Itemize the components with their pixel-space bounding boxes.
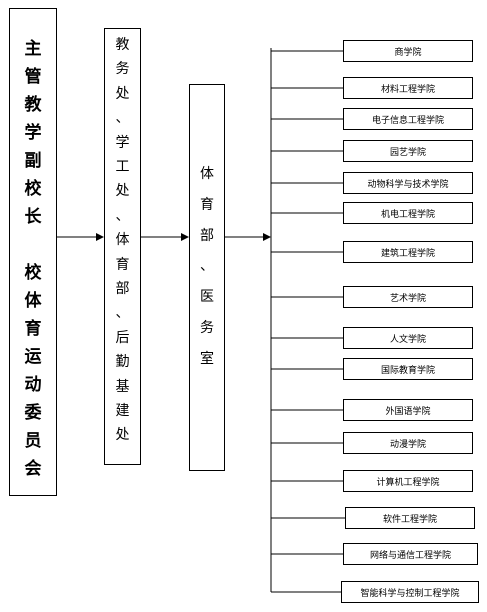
vertical-char: 校 <box>24 263 42 283</box>
college-name: 计算机工程学院 <box>376 477 440 488</box>
college-name: 软件工程学院 <box>382 514 437 525</box>
college-name: 电子信息工程学院 <box>371 115 444 126</box>
vertical-char: 、 <box>115 305 130 322</box>
college-branches <box>271 50 345 593</box>
college-box: 动物科学与技术学院 <box>343 172 473 194</box>
vertical-char: 学 <box>115 134 130 151</box>
vertical-char: 体 <box>200 166 214 182</box>
vertical-char: 、 <box>115 207 130 224</box>
vertical-char: 副 <box>24 151 42 171</box>
college-name: 商学院 <box>394 47 422 58</box>
college-box: 建筑工程学院 <box>343 241 473 263</box>
college-box: 材料工程学院 <box>343 77 473 99</box>
college-name: 艺术学院 <box>389 293 426 304</box>
college-name: 人文学院 <box>389 334 426 345</box>
vertical-char: 部 <box>115 281 130 297</box>
vertical-char: 员 <box>24 431 42 451</box>
college-box: 机电工程学院 <box>343 202 473 224</box>
vertical-char: 体 <box>24 291 42 311</box>
vertical-char: 部 <box>200 227 214 244</box>
college-box: 智能科学与控制工程学院 <box>341 581 479 603</box>
vertical-char: 会 <box>24 459 42 479</box>
vertical-char: 勤 <box>115 354 130 371</box>
college-name: 国际教育学院 <box>380 365 435 376</box>
college-box: 软件工程学院 <box>345 507 475 529</box>
vertical-char: 动 <box>24 375 42 395</box>
vertical-char: 运 <box>24 347 42 367</box>
pe-office-box: 体育部、医务室 <box>189 84 225 471</box>
vertical-char: 医 <box>200 289 214 306</box>
vertical-char: 后 <box>115 329 130 346</box>
vertical-char: 主 <box>24 39 42 59</box>
vertical-char: 处 <box>115 183 130 200</box>
college-box: 国际教育学院 <box>343 358 473 380</box>
college-name: 园艺学院 <box>389 147 426 158</box>
college-name: 材料工程学院 <box>380 84 435 95</box>
vertical-char: 校 <box>24 179 42 199</box>
college-box: 电子信息工程学院 <box>343 108 473 130</box>
vertical-char: 室 <box>200 350 214 367</box>
vertical-char: 务 <box>115 61 130 78</box>
vertical-char: 长 <box>24 207 42 227</box>
college-box: 园艺学院 <box>343 140 473 162</box>
vertical-char: 务 <box>200 320 214 336</box>
college-box: 计算机工程学院 <box>343 470 473 492</box>
college-name: 动物科学与技术学院 <box>367 179 449 190</box>
vertical-char: 、 <box>200 258 214 275</box>
college-box: 动漫学院 <box>343 432 473 454</box>
college-name: 外国语学院 <box>385 406 431 417</box>
college-name: 动漫学院 <box>389 439 426 450</box>
departments-box: 教务处、学工处、体育部、后勤基建处 <box>104 28 141 465</box>
vertical-char: 处 <box>115 427 130 444</box>
vertical-char: 育 <box>115 256 130 273</box>
leader-box: 主管教学副校长校体育运动委员会 <box>9 8 57 496</box>
college-box: 网络与通信工程学院 <box>343 543 478 565</box>
vertical-char: 建 <box>115 403 130 419</box>
college-name: 网络与通信工程学院 <box>369 550 451 561</box>
college-name: 机电工程学院 <box>380 209 435 220</box>
vertical-char: 育 <box>24 319 42 339</box>
vertical-char: 学 <box>24 123 42 143</box>
vertical-char: 管 <box>24 67 42 87</box>
college-name: 智能科学与控制工程学院 <box>360 588 460 599</box>
vertical-char: 处 <box>115 85 130 102</box>
college-box: 艺术学院 <box>343 286 473 308</box>
vertical-char: 基 <box>115 378 130 395</box>
vertical-char: 工 <box>115 159 130 175</box>
vertical-char: 、 <box>115 110 130 127</box>
vertical-char: 教 <box>115 37 130 53</box>
college-box: 商学院 <box>343 40 473 62</box>
vertical-char: 教 <box>24 95 42 115</box>
college-box: 外国语学院 <box>343 399 473 421</box>
college-box: 人文学院 <box>343 327 473 349</box>
college-name: 建筑工程学院 <box>380 248 435 259</box>
vertical-char: 委 <box>24 403 42 423</box>
vertical-char: 育 <box>200 196 214 213</box>
vertical-char: 体 <box>115 232 130 249</box>
